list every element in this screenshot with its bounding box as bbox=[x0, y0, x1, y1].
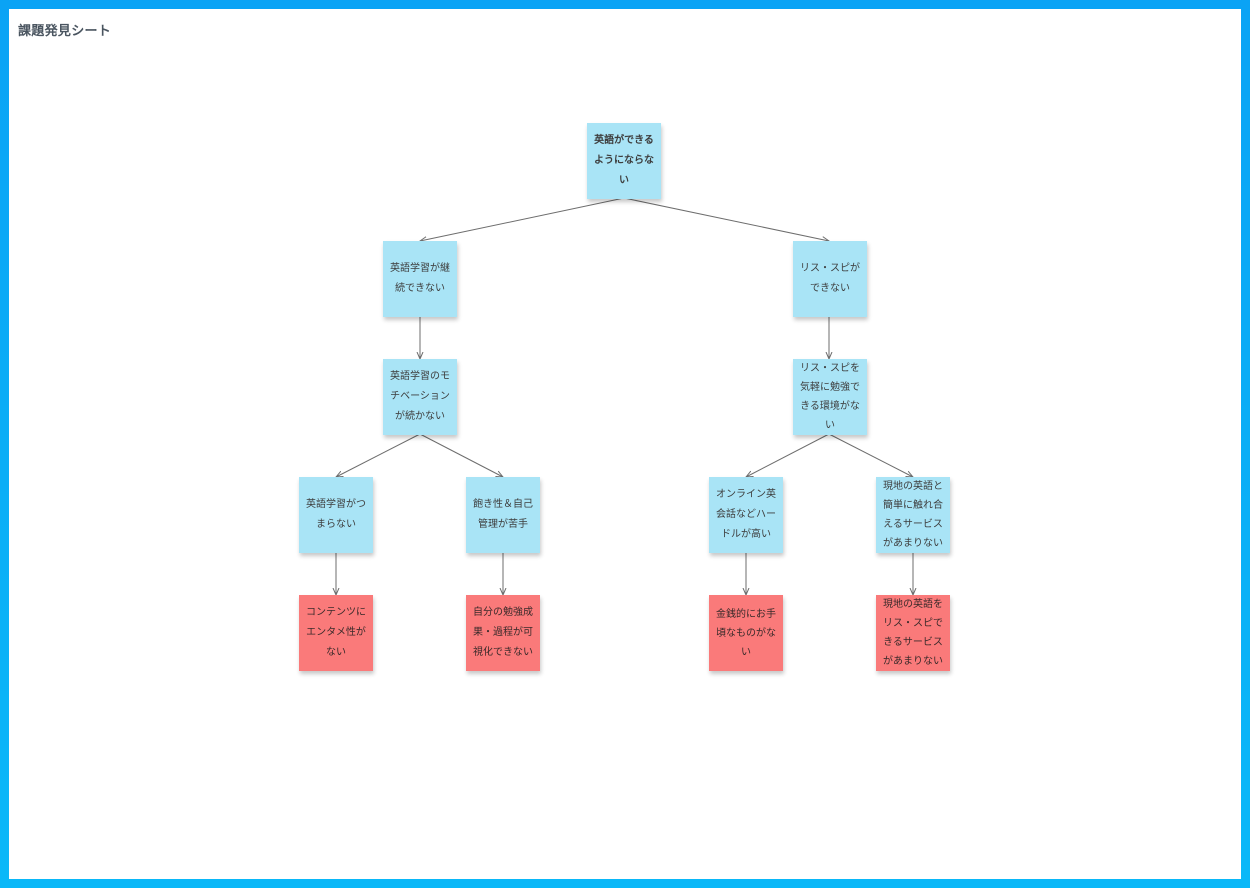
issue-note-entertainment[interactable]: コンテンツにエンタメ性がない bbox=[299, 595, 373, 671]
root-problem-note[interactable]: 英語ができるようにならない bbox=[587, 123, 661, 199]
connector-root-to-left bbox=[420, 197, 625, 241]
left-level2-note[interactable]: 英語学習のモチベーションが続かない bbox=[383, 359, 457, 435]
left-level1-text: 英語学習が継続できない bbox=[390, 263, 450, 294]
right-level1-note[interactable]: リス・スピができない bbox=[793, 241, 867, 317]
cause-note-boring[interactable]: 英語学習がつまらない bbox=[299, 477, 373, 553]
connector-right-l2-to-cause-b bbox=[828, 433, 913, 477]
issue-text-local-english: 現地の英語をリス・スピできるサービスがあまりない bbox=[883, 599, 943, 667]
cause-note-few-services[interactable]: 現地の英語と簡単に触れ合えるサービスがあまりない bbox=[876, 477, 950, 553]
cause-note-high-hurdle[interactable]: オンライン英会話などハードルが高い bbox=[709, 477, 783, 553]
connector-right-l2-to-cause-a bbox=[746, 433, 830, 477]
cause-note-self-management[interactable]: 飽き性＆自己管理が苦手 bbox=[466, 477, 540, 553]
left-level2-text: 英語学習のモチベーションが続かない bbox=[390, 371, 450, 422]
connector-root-to-right bbox=[623, 197, 829, 241]
root-problem-text: 英語ができるようにならない bbox=[594, 135, 654, 186]
issue-note-affordable[interactable]: 金銭的にお手頃なものがない bbox=[709, 595, 783, 671]
whiteboard-canvas[interactable]: 課題発見シート 英語ができるようにならない 英語学習が継続できない リス・ bbox=[9, 9, 1241, 879]
issue-text-affordable: 金銭的にお手頃なものがない bbox=[716, 608, 776, 658]
cause-text-self-management: 飽き性＆自己管理が苦手 bbox=[473, 499, 533, 530]
connector-left-l2-to-cause-b bbox=[419, 433, 503, 477]
connector-left-l2-to-cause-a bbox=[336, 433, 421, 477]
left-level1-note[interactable]: 英語学習が継続できない bbox=[383, 241, 457, 317]
issue-text-entertainment: コンテンツにエンタメ性がない bbox=[306, 607, 366, 658]
right-level2-note[interactable]: リス・スピを気軽に勉強できる環境がない bbox=[793, 359, 867, 435]
board-title: 課題発見シート bbox=[18, 24, 112, 39]
issue-text-visualization: 自分の勉強成果・過程が可視化できない bbox=[473, 607, 533, 658]
cause-text-boring: 英語学習がつまらない bbox=[306, 499, 366, 530]
issue-note-visualization[interactable]: 自分の勉強成果・過程が可視化できない bbox=[466, 595, 540, 671]
right-level1-text: リス・スピができない bbox=[800, 263, 860, 294]
right-level2-text: リス・スピを気軽に勉強できる環境がない bbox=[800, 363, 860, 431]
connector-layer bbox=[9, 197, 1241, 879]
issue-note-local-english[interactable]: 現地の英語をリス・スピできるサービスがあまりない bbox=[876, 595, 950, 671]
cause-text-few-services: 現地の英語と簡単に触れ合えるサービスがあまりない bbox=[883, 481, 943, 549]
cause-text-high-hurdle: オンライン英会話などハードルが高い bbox=[716, 489, 776, 540]
